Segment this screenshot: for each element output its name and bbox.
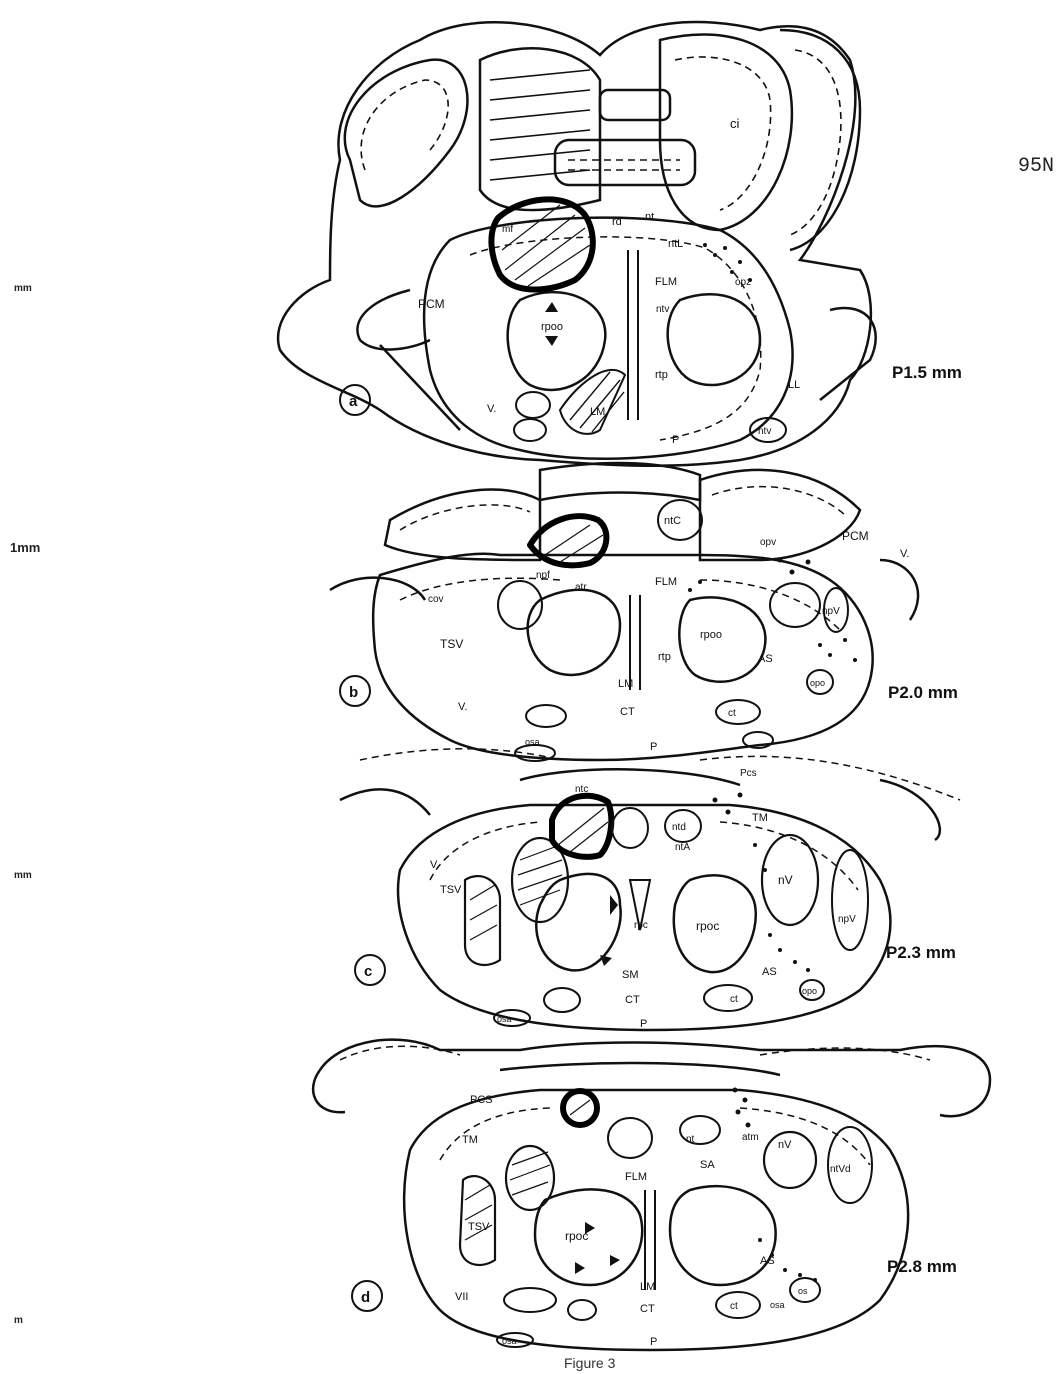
region-label: opv [760,537,776,548]
region-label: CT [640,1303,655,1315]
region-label: TM [462,1134,478,1146]
region-label: PCS [470,1094,493,1106]
region-label: rtp [658,651,671,663]
region-label: FLM [625,1171,647,1183]
region-label: rpoc [565,1229,588,1243]
region-label: P [650,741,657,753]
region-label: TSV [468,1221,490,1233]
region-label: VII [455,1291,468,1303]
region-label: nV [778,873,793,887]
region-label: SM [622,969,639,981]
region-label: LM [590,406,605,418]
region-label: rpoo [700,629,722,641]
section-letter: d [361,1289,370,1306]
section-position-label: P2.0 mm [888,683,958,702]
region-label: ntL [668,238,683,250]
section-d: PCS TM nt atm nV ntVd SA FLM TSV rpoc AS… [313,1040,990,1350]
section-c: ntc ntd ntA TM nV V. TSV rpoc npV rpc SM… [340,749,960,1030]
section-b: ntC npf FLM PCM V. cov atr TSV rpoo rtp … [330,463,958,761]
region-label: AS [760,1255,775,1267]
section-letter: a [349,393,358,410]
region-label: V. [458,701,467,713]
region-label: ntv [656,304,669,315]
region-label: os [798,1286,808,1296]
region-label: AS [758,653,773,665]
region-label: ci [730,116,740,131]
region-label: ct [728,708,736,719]
section-letter: b [349,684,358,701]
region-label: npV [838,914,856,925]
section-position-label: P1.5 mm [892,363,962,382]
region-label: ntd [672,822,686,833]
region-label: CT [620,706,635,718]
region-label: ntA [675,842,690,853]
region-label: V. [487,403,496,415]
region-label: osa [502,1336,517,1346]
section-letter: c [364,963,372,980]
region-label: Pcs [740,768,757,779]
region-label: osa [497,1014,512,1024]
region-label: AS [762,966,777,978]
region-label: osa [525,737,540,747]
region-label: opz [735,277,751,288]
region-label: rpoc [696,919,719,933]
region-label: TSV [440,884,462,896]
region-label: SA [700,1159,715,1171]
region-label: FLM [655,576,677,588]
region-label: nV [778,1139,792,1151]
region-label: rpoo [541,321,563,333]
region-label: opo [802,986,817,996]
region-label: ct [730,1301,738,1312]
region-label: P [650,1336,657,1348]
section-a: ci rd nt ntL FLM PCM rpoo ntv rtp LL V. … [278,22,962,466]
region-label: P [672,434,679,446]
region-label: ntVd [830,1164,851,1175]
region-label: ct [730,994,738,1005]
region-label: V. [900,548,909,560]
region-label: LM [618,678,633,690]
region-label: atm [742,1132,759,1143]
region-label: LM [640,1281,655,1293]
region-label: FLM [655,276,677,288]
region-label: opo [810,678,825,688]
region-label: ntv [758,426,771,437]
region-label: TSV [440,637,463,651]
region-label: TM [752,812,768,824]
region-label: rpc [634,920,648,931]
region-label: mf [502,224,513,235]
region-label: LL [788,379,800,391]
region-label: V. [430,859,439,871]
region-label: nt [645,211,654,223]
region-label: PCM [418,297,445,311]
section-position-label: P2.3 mm [886,943,956,962]
region-label: npf [536,570,550,581]
region-label: ntC [664,515,681,527]
region-label: cov [428,594,444,605]
region-label: P [640,1018,647,1030]
region-label: CT [625,994,640,1006]
region-label: atr [575,582,587,593]
region-label: rtp [655,369,668,381]
region-label: npV [822,606,840,617]
region-label: ntc [575,784,588,795]
section-position-label: P2.8 mm [887,1257,957,1276]
region-label: osa [770,1300,785,1310]
region-label: nt [686,1134,695,1145]
region-label: rd [612,216,622,228]
region-label: PCM [842,529,869,543]
